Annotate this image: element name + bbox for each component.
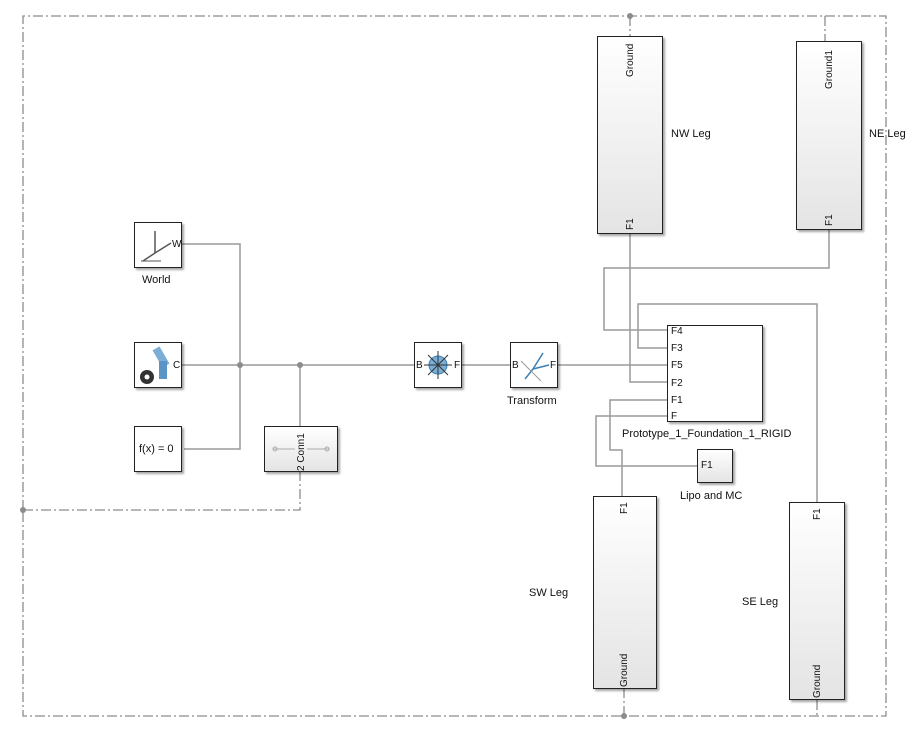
se-leg-port-ground: Ground — [812, 664, 823, 698]
robot-arm-gear-icon — [140, 346, 170, 384]
se-leg-port-f1: F1 — [812, 508, 823, 520]
sw-leg-block[interactable]: F1 Ground — [593, 496, 657, 689]
se-leg-label: SE Leg — [742, 596, 779, 608]
dashed-junctions — [20, 13, 633, 719]
line-junctions — [237, 362, 303, 368]
transform-label: Transform — [507, 395, 557, 407]
nw-leg-label: NW Leg — [671, 128, 711, 140]
ne-leg-block[interactable]: Ground1 F1 — [796, 41, 862, 230]
world-label: World — [142, 274, 171, 286]
solver-configuration-block[interactable]: C — [134, 342, 182, 388]
foundation-port-f: F — [671, 411, 678, 422]
foundation-port-f1: F1 — [671, 395, 683, 406]
transform-block[interactable]: B F — [510, 342, 558, 388]
foundation-port-f2: F2 — [671, 378, 683, 389]
lipo-mc-label: Lipo and MC — [680, 490, 743, 502]
foundation-label: Prototype_1_Foundation_1_RIGID — [622, 428, 792, 440]
sw-leg-port-ground: Ground — [619, 653, 630, 687]
foundation-block[interactable]: F4 F3 F5 F2 F1 F — [667, 325, 763, 422]
joint-port-b: B — [416, 360, 423, 371]
fx-text: f(x) = 0 — [139, 443, 174, 455]
ne-leg-label: NE Leg — [869, 128, 906, 140]
ne-leg-port-f1: F1 — [824, 214, 835, 226]
world-block[interactable]: W — [134, 222, 182, 268]
transform-port-f: F — [550, 360, 557, 371]
dashed-connection-loop — [22, 15, 887, 717]
lipo-port-f1: F1 — [701, 460, 713, 471]
world-frame-icon — [141, 231, 172, 262]
nw-leg-port-ground: Ground — [625, 43, 636, 77]
world-port-w: W — [172, 239, 182, 250]
connection-port-block[interactable]: 2 Conn1 — [264, 426, 338, 472]
connector-icon — [272, 446, 330, 452]
se-leg-block[interactable]: F1 Ground — [789, 502, 845, 700]
ne-leg-port-ground1: Ground1 — [824, 50, 835, 89]
lipo-mc-block[interactable]: F1 — [697, 449, 733, 483]
joint-port-f: F — [454, 360, 461, 371]
fx-zero-block[interactable]: f(x) = 0 — [134, 426, 182, 472]
joint-sphere-icon — [424, 351, 452, 379]
nw-leg-block[interactable]: Ground F1 — [597, 36, 663, 234]
six-dof-joint-block[interactable]: B F — [414, 342, 462, 388]
nw-leg-port-f1: F1 — [625, 218, 636, 230]
foundation-port-f4: F4 — [671, 326, 683, 337]
sw-leg-label: SW Leg — [529, 587, 569, 599]
solver-port-c: C — [173, 360, 181, 371]
rigid-transform-icon — [520, 352, 550, 382]
foundation-port-f5: F5 — [671, 360, 683, 371]
foundation-port-f3: F3 — [671, 343, 683, 354]
sw-leg-port-f1: F1 — [619, 502, 630, 514]
transform-port-b: B — [512, 360, 519, 371]
